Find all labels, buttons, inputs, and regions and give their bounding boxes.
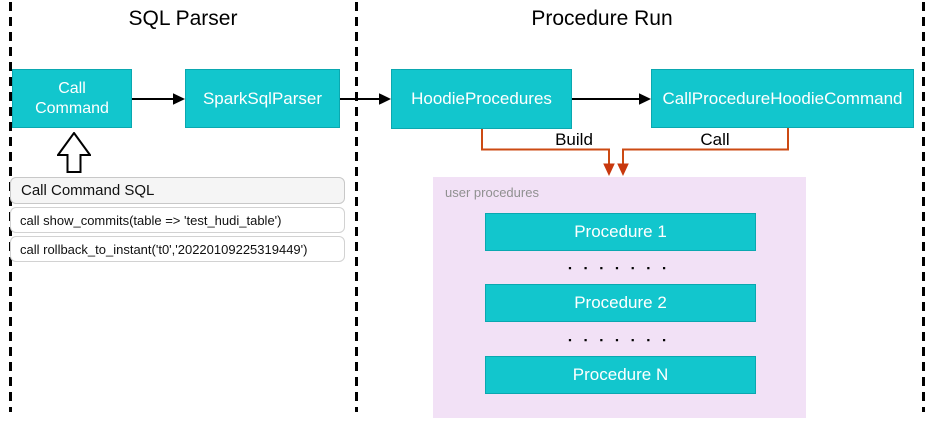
arrowhead-icon-sparksqlparser	[173, 93, 185, 105]
node-call-procedure-hoodie-command: CallProcedureHoodieCommand	[651, 69, 914, 128]
ellipsis-dots: ▪ ▪ ▪ ▪ ▪ ▪ ▪	[568, 263, 671, 273]
dashed-border-left	[9, 2, 12, 412]
user-procedures-panel: user procedures Procedure 1 ▪ ▪ ▪ ▪ ▪ ▪ …	[433, 177, 806, 418]
dashed-border-right	[922, 2, 925, 412]
sql-example-row: call rollback_to_instant('t0','202201092…	[10, 236, 345, 262]
ellipsis-dots: ▪ ▪ ▪ ▪ ▪ ▪ ▪	[568, 335, 671, 345]
node-spark-sql-parser: SparkSqlParser	[185, 69, 340, 128]
node-procedure-1: Procedure 1	[485, 213, 756, 251]
node-hoodie-procedures: HoodieProcedures	[391, 69, 572, 129]
arrowhead-icon-callprocedure	[639, 93, 651, 105]
node-procedure-n: Procedure N	[485, 356, 756, 394]
edge-label-call: Call	[700, 130, 730, 149]
edge-label-build: Build	[555, 130, 593, 149]
node-call-procedure-hoodie-command-label: CallProcedureHoodieCommand	[662, 88, 903, 108]
node-procedure-2: Procedure 2	[485, 284, 756, 322]
user-procedures-label: user procedures	[445, 185, 539, 200]
node-call-command-label: Call Command	[35, 79, 109, 117]
sql-example-row: call show_commits(table => 'test_hudi_ta…	[10, 207, 345, 233]
section-title-procedure-run: Procedure Run	[531, 7, 673, 30]
node-call-command: Call Command	[12, 69, 132, 128]
arrowhead-icon-hoodieprocedures	[379, 93, 391, 105]
node-hoodie-procedures-label: HoodieProcedures	[411, 89, 552, 109]
sql-example-card: Call Command SQL call show_commits(table…	[10, 177, 345, 262]
block-up-arrow-shape	[57, 132, 91, 173]
node-procedure-n-label: Procedure N	[572, 365, 669, 384]
node-spark-sql-parser-label: SparkSqlParser	[202, 88, 323, 108]
arrowhead-icon-call	[617, 163, 629, 176]
arrowhead-icon-build	[603, 163, 615, 176]
section-title-sql-parser: SQL Parser	[128, 7, 238, 30]
block-up-arrow-icon	[57, 132, 91, 173]
sql-card-header: Call Command SQL	[10, 177, 345, 204]
node-procedure-2-label: Procedure 2	[574, 293, 667, 312]
node-procedure-1-label: Procedure 1	[574, 222, 667, 241]
dashed-border-middle	[355, 2, 358, 412]
